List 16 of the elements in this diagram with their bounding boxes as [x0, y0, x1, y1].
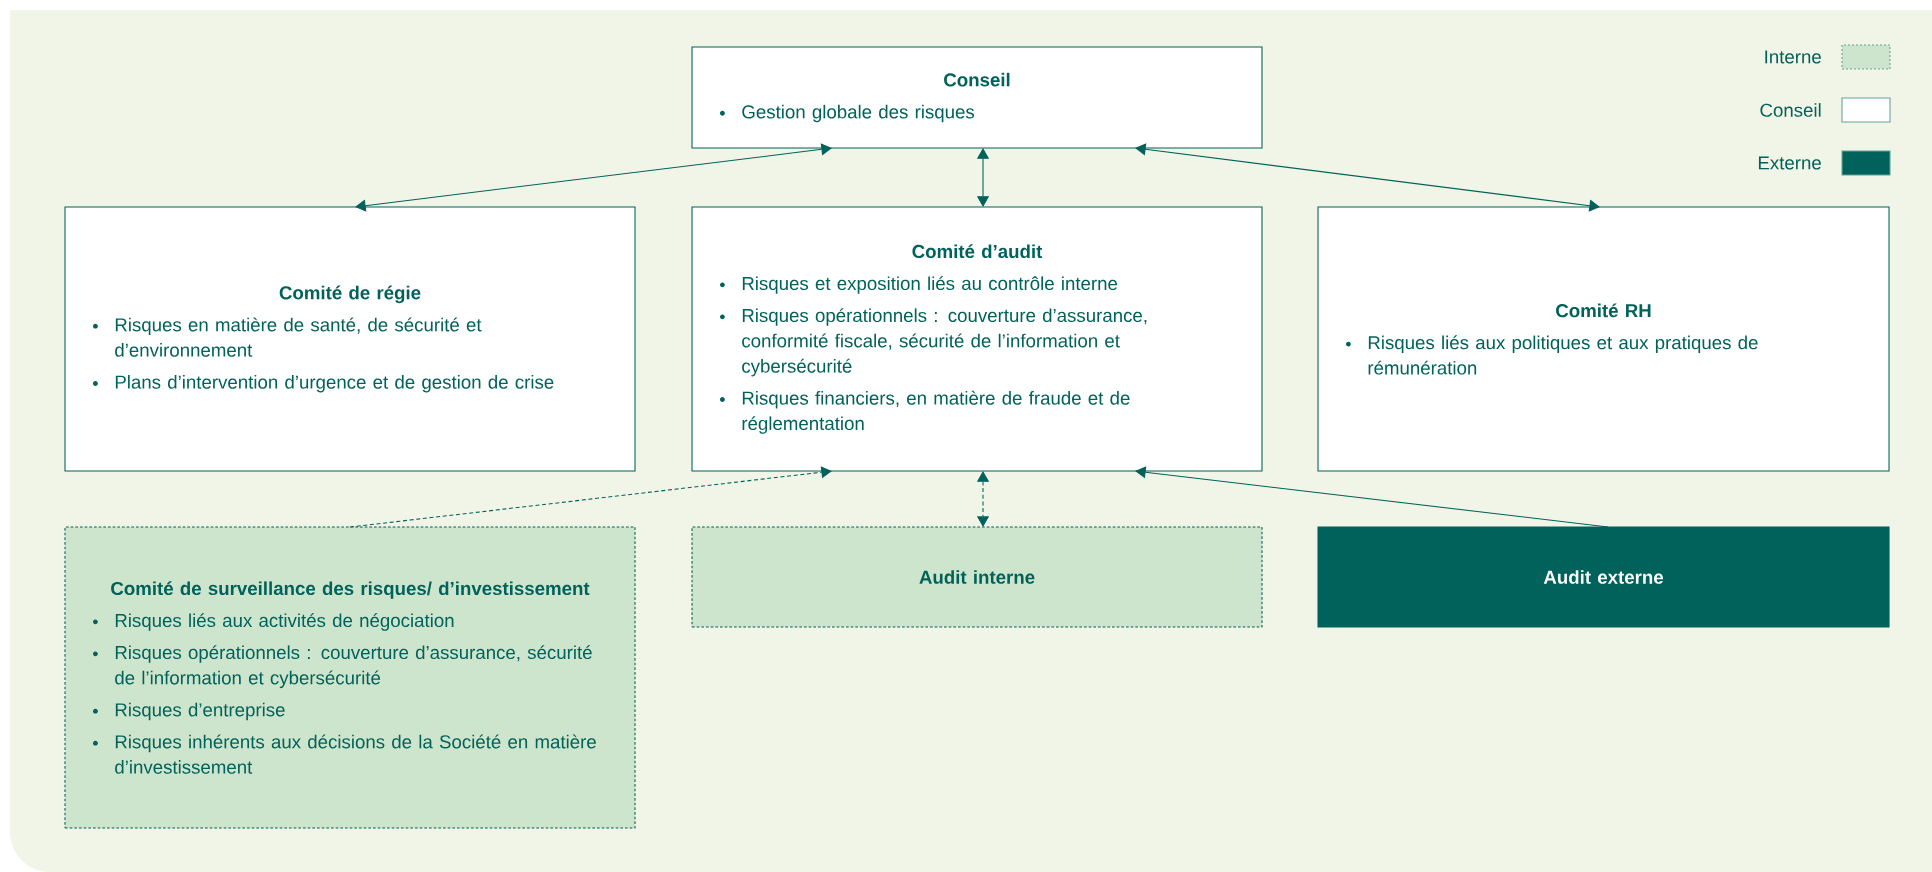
- legend-label: Conseil: [1760, 103, 1821, 117]
- arrow: [355, 143, 832, 212]
- legend-label: Interne: [1765, 50, 1821, 64]
- process-box: Conseil Gestion globale des risques: [691, 46, 1263, 149]
- arrow: [1135, 466, 1609, 528]
- process-box: Comité d’audit Risques et exposition liés au contrôle interne Risques opérationnels : couverture d’assurance, conformité fiscale, sécurité de l’information et cybersécurité Risques financiers, en matière de fraude et de réglementation: [691, 206, 1263, 472]
- arrow: [1135, 143, 1600, 212]
- process-box: Comité RH Risques liés aux politiques et aux pratiques de rémunération: [1317, 206, 1890, 472]
- arrow: [976, 148, 990, 207]
- process-box: Audit externe: [1317, 526, 1890, 628]
- arrow: [976, 471, 990, 527]
- process-box: Comité de surveillance des risques/ d’investissement Risques liés aux activités de négociation Risques opérationnels : couverture d’assurance, sécurité de l’information et cybersécurité Risques d’entreprise Risques inhérents aux décisions de la Société en matière d’investissement: [64, 526, 636, 829]
- legend-label: Externe: [1758, 156, 1821, 170]
- process-box: Audit interne: [691, 526, 1263, 628]
- arrow: [349, 466, 832, 528]
- process-box: Comité de régie Risques en matière de santé, de sécurité et d’environnement Plans d’intervention d’urgence et de gestion de crise: [64, 206, 636, 472]
